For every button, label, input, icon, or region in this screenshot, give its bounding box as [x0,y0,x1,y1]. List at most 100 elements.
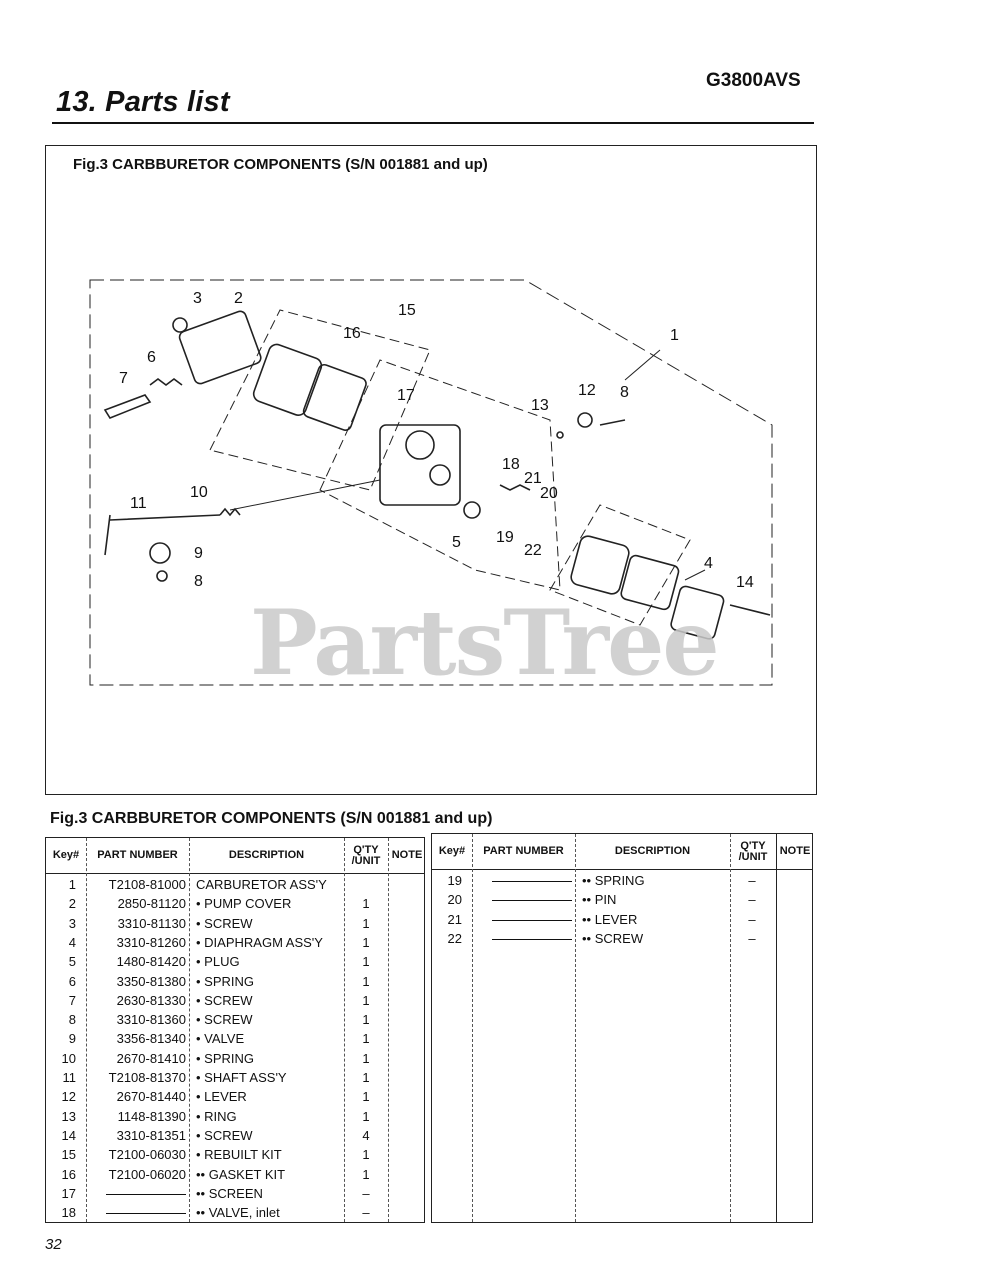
cell-key: 4 [68,934,76,950]
cell-qty: 1 [362,1031,370,1047]
cell-qty: 1 [362,896,370,912]
part-screw-7 [103,394,152,419]
table-caption: Fig.3 CARBBURETOR COMPONENTS (S/N 001881… [50,810,493,827]
callout-8b: 8 [194,573,203,590]
part-spring-18 [499,484,531,491]
cell-key: 12 [61,1089,76,1105]
callout-9: 9 [194,545,203,562]
model-number: G3800AVS [706,70,801,91]
cell-qty: – [748,873,756,888]
cell-qty: 1 [362,1108,370,1124]
header-key: Key# [438,845,466,857]
table-row: 22•• SCREW– [432,931,812,950]
cell-part-number: 2850-81120 [117,896,186,912]
cell-key: 20 [447,892,462,908]
cell-description: •• SCREW [582,930,644,946]
cell-description: •• SCREEN [196,1185,263,1201]
callout-2: 2 [234,290,243,307]
carburetor-exploded-diagram: 3 2 15 1 16 6 7 17 12 8 13 18 21 20 10 1… [89,279,773,686]
cell-description: • SPRING [196,973,255,989]
part-screw-3 [172,317,188,333]
callout-20: 20 [540,485,558,502]
cell-description: • SCREW [196,992,253,1008]
cell-key: 16 [61,1166,76,1182]
part-cover-4 [670,585,725,640]
callout-14: 14 [736,574,754,591]
part-ring-13 [556,431,564,439]
cell-key: 1 [68,877,76,892]
part-lever-12 [577,412,593,428]
cell-qty: 4 [362,1127,370,1143]
callout-21: 21 [524,470,542,487]
cell-description: • SCREW [196,1127,253,1143]
cell-part-number: 3350-81380 [116,973,186,989]
table-row: 18•• VALVE, inlet– [46,1205,424,1224]
header-qty-line2: /UNIT [351,854,381,867]
cell-part-number: T2108-81000 [108,877,186,892]
page-number: 32 [45,1236,62,1253]
part-gasket-16 [252,343,323,416]
cell-part-number: 3356-81340 [116,1031,186,1047]
section-title: 13. Parts list [56,86,230,118]
cell-qty: – [362,1185,370,1201]
cell-description: • SCREW [196,1012,253,1028]
callout-22: 22 [524,542,542,559]
cell-part-number: 2670-81440 [116,1089,186,1105]
callout-3: 3 [193,290,202,307]
cell-qty: 1 [362,1166,370,1182]
part-diaphragm-4 [620,554,680,611]
cell-key: 17 [61,1185,76,1201]
cell-key: 13 [61,1108,76,1124]
cell-part-number: 1480-81420 [116,954,186,970]
callout-12: 12 [578,382,596,399]
cell-qty: 1 [362,1070,370,1085]
part-gasket-pump [570,535,630,595]
callout-6: 6 [147,349,156,366]
part-spring-6 [149,378,183,386]
figure-frame [45,145,817,795]
cell-description: •• GASKET KIT [196,1166,286,1182]
part-screw-14 [729,604,771,616]
table-row: 19•• SPRING– [432,873,812,892]
cell-qty: 1 [362,1012,370,1028]
table-row: 17 •• SCREEN – [46,1186,424,1205]
cell-key: 18 [61,1205,76,1221]
cell-part-number [476,912,572,927]
cell-key: 11 [62,1070,77,1085]
header-qty-line1: Q'TY [353,843,379,856]
cell-qty: – [748,930,756,946]
cell-key: 10 [61,1050,76,1066]
blank-part-line [106,1193,186,1195]
cell-part-number [476,873,572,888]
blank-part-line [492,881,572,883]
callout-11: 11 [130,495,147,512]
cell-key: 19 [447,873,462,888]
pump-outline [549,504,691,626]
cell-part-number: T2108-81370 [108,1070,186,1085]
kit-outline [209,309,431,491]
part-screw-8b [156,570,168,582]
cell-qty: – [748,911,756,927]
cell-part-number: T2100-06020 [108,1166,186,1182]
callout-16: 16 [343,325,361,342]
header-qty-line2: /UNIT [738,850,768,863]
part-diaphragm [302,363,367,431]
cell-description: • RING [196,1108,237,1124]
cell-key: 6 [68,973,76,989]
cell-qty: 1 [362,934,370,950]
header-key: Key# [52,849,80,861]
cell-part-number: 3310-81351 [116,1127,186,1143]
callout-19: 19 [496,529,514,546]
cell-part-number: 3310-81360 [116,1012,186,1028]
part-pump-cover [178,310,262,385]
cell-qty: 1 [362,1050,370,1066]
watermark: PartsTree [250,590,720,696]
parts-table-right: Key# PART NUMBER DESCRIPTION Q'TY /UNIT … [431,833,813,1223]
cell-part-number: 2670-81410 [116,1050,186,1066]
